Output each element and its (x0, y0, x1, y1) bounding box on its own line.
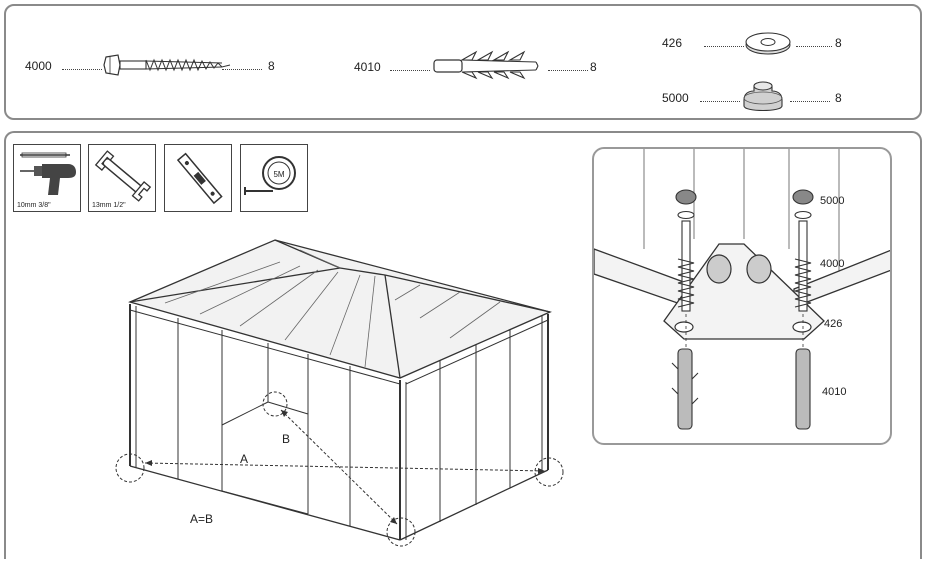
cap-icon (743, 81, 783, 112)
leader-dots (222, 69, 262, 70)
leader-dots (796, 46, 832, 47)
leader-dots (700, 101, 740, 102)
tool-drill: 10mm 3/8" (13, 144, 81, 212)
detail-label-screw: 4000 (820, 258, 845, 270)
label-b: B (282, 432, 290, 446)
tape-measure-icon: 5M (244, 156, 296, 195)
diagonal-b (280, 409, 398, 525)
part-code-screw: 4000 (25, 59, 52, 73)
leader-dots (62, 69, 102, 70)
anchor-detail-drawing (594, 149, 890, 430)
label-a: A (240, 452, 248, 466)
level-icon (176, 152, 223, 205)
detail-label-washer: 426 (824, 318, 843, 330)
leader-dots (704, 46, 744, 47)
leader-dots (790, 101, 830, 102)
screw-icon (103, 54, 231, 76)
part-qty-washer: 8 (835, 36, 842, 50)
part-qty-anchor: 8 (590, 60, 597, 74)
wall-anchor-icon (433, 50, 539, 80)
part-code-washer: 426 (662, 36, 683, 50)
tool-wrench: 13mm 1/2" (88, 144, 156, 212)
part-qty-screw: 8 (268, 59, 275, 73)
diagonal-a (144, 462, 546, 472)
tape-label: 5M (273, 170, 284, 179)
part-code-cap: 5000 (662, 91, 689, 105)
anchor-detail-inset: 5000 4000 426 4010 (592, 147, 892, 445)
detail-label-anchor: 4010 (822, 386, 847, 398)
tool-level (164, 144, 232, 212)
tool-tape-measure: 5M (240, 144, 308, 212)
leader-dots (390, 70, 430, 71)
wrench-icon (94, 150, 152, 202)
leader-dots (548, 70, 588, 71)
equation-label: A=B (190, 512, 213, 526)
part-qty-cap: 8 (835, 91, 842, 105)
parts-panel (4, 4, 922, 120)
part-code-anchor: 4010 (354, 60, 381, 74)
washer-icon (745, 32, 791, 55)
tool-caption: 10mm 3/8" (17, 202, 51, 209)
detail-label-cap: 5000 (820, 195, 845, 207)
drill-icon (20, 152, 76, 195)
tool-caption: 13mm 1/2" (92, 202, 126, 209)
